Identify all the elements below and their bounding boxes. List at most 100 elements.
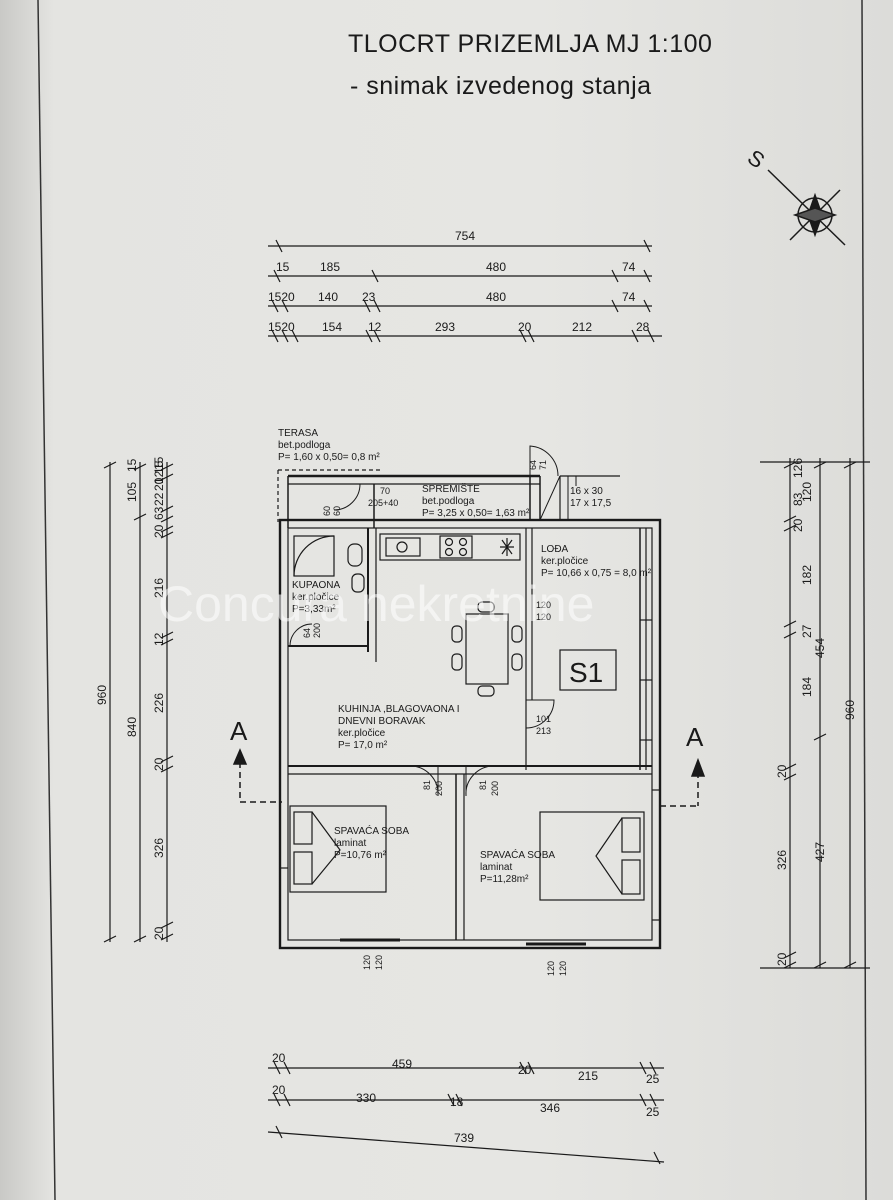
room-name-kuhinja-2: DNEVNI BORAVAK: [338, 716, 426, 727]
page-border: [37, 0, 867, 1200]
dim-label: 20: [152, 926, 166, 940]
dim-label: 63: [152, 506, 166, 520]
dim-label: 12: [152, 470, 166, 484]
room-labels: TERASA bet.podloga P= 1,60 x 0,50= 0,8 m…: [278, 428, 652, 885]
dim-label: 15: [152, 456, 166, 470]
opening-label: 81: [422, 780, 432, 790]
unit-label: S1: [569, 657, 603, 688]
opening-label: 64: [528, 460, 538, 470]
dim-label: 25: [646, 1105, 660, 1119]
dim-label: 960: [95, 685, 109, 705]
dim-label: 185: [320, 260, 340, 274]
room-area-kupaona: P=3,33m²: [292, 604, 336, 615]
left-dimension-labels: 960 15 105 840 15 20 63 22 20 216 12 226…: [95, 456, 166, 940]
dim-label: 74: [622, 260, 636, 274]
dim-label: 293: [435, 320, 455, 334]
top-dimensions: [268, 239, 662, 343]
room-floor-kupaona: ker.pločice: [292, 592, 340, 603]
dim-label: 15: [276, 260, 290, 274]
dim-label: 960: [843, 700, 857, 720]
dim-label: 754: [455, 229, 475, 243]
room-area-kuhinja: P= 17,0 m²: [338, 740, 388, 751]
dim-label: 20: [272, 1051, 286, 1065]
opening-label: 120: [546, 961, 556, 976]
dim-label: 120: [800, 482, 814, 502]
title-line-1: TLOCRT PRIZEMLJA MJ 1:100: [348, 30, 713, 58]
dim-label: 480: [486, 260, 506, 274]
bed-1: [280, 805, 387, 893]
stairs-line-1: 16 x 30: [570, 486, 603, 497]
opening-label: 120: [536, 600, 551, 610]
dim-label: 216: [152, 578, 166, 598]
dim-label: 184: [800, 677, 814, 697]
room-area-loda: P= 10,66 x 0,75 = 8,0 m²: [541, 568, 652, 579]
dim-label: 12: [368, 320, 382, 334]
room-name-terasa: TERASA: [278, 428, 318, 439]
dim-label: 18: [450, 1095, 464, 1109]
opening-label: 81: [478, 780, 488, 790]
room-area-spremiste: P= 3,25 x 0,50= 1,63 m²: [422, 508, 530, 519]
dim-label: 212: [572, 320, 592, 334]
dim-label: 20: [791, 518, 805, 532]
compass-label: S: [743, 145, 769, 174]
dim-label: 28: [636, 320, 650, 334]
opening-label: 60: [332, 506, 342, 516]
section-label-right: A: [686, 722, 704, 752]
opening-label: 120: [536, 612, 551, 622]
room-floor-spremiste: bet.podloga: [422, 496, 475, 507]
room-name-kuhinja: KUHINJA ,BLAGOVAONA I: [338, 704, 460, 715]
left-dimensions: [103, 461, 174, 943]
dim-label: 346: [540, 1101, 560, 1115]
opening-labels: 70 205+40 60 60 64 200 64 71 120 120 101…: [302, 460, 568, 976]
opening-label: 60: [322, 506, 332, 516]
dim-label: 25: [646, 1072, 660, 1086]
dim-label: 20: [152, 524, 166, 538]
dim-label: 1520: [268, 320, 295, 334]
room-name-spavaca-1: SPAVAĆA SOBA: [334, 824, 409, 837]
room-floor-kuhinja: ker.pločice: [338, 728, 386, 739]
unit-label-box: [559, 649, 617, 691]
dim-label: 480: [486, 290, 506, 304]
opening-label: 120: [558, 961, 568, 976]
kitchen-counter: [379, 533, 521, 561]
room-floor-spavaca-2: laminat: [480, 862, 512, 873]
dining-table: [451, 601, 523, 697]
opening-label: 205+40: [368, 498, 398, 508]
walls: [277, 469, 662, 950]
dim-label: 15: [152, 460, 166, 474]
bottom-dimension-labels: 20 459 20 215 25 20 330 18 346 25 739: [272, 1051, 660, 1145]
dim-label: 20: [775, 764, 789, 778]
room-name-loda: LOĐA: [541, 544, 569, 555]
dim-label: 126: [791, 458, 805, 478]
room-floor-loda: ker.pločice: [541, 556, 589, 567]
stairs-line-2: 17 x 17,5: [570, 498, 612, 509]
room-name-spremiste: SPREMIŠTE: [422, 482, 480, 495]
opening-label: 101: [536, 714, 551, 724]
bed-2: [539, 811, 645, 901]
opening-label: 70: [380, 486, 390, 496]
dim-label: 12: [152, 632, 166, 646]
dim-label: 215: [578, 1069, 598, 1083]
room-area-terasa: P= 1,60 x 0,50= 0,8 m²: [278, 452, 380, 463]
opening-label: 200: [434, 781, 444, 796]
bottom-dimensions: [267, 1061, 665, 1165]
section-marker-left: [232, 748, 282, 803]
section-label-left: A: [230, 716, 248, 746]
compass-icon: [767, 169, 846, 246]
dim-label: 20: [775, 952, 789, 966]
opening-label: 200: [312, 623, 322, 638]
dim-label: 326: [152, 838, 166, 858]
dim-label: 20: [518, 1063, 532, 1077]
dim-label: 326: [775, 850, 789, 870]
dim-label: 459: [392, 1057, 412, 1071]
room-area-spavaca-2: P=11,28m²: [480, 874, 529, 885]
dim-label: 20: [152, 477, 166, 491]
dim-label: 454: [813, 638, 827, 658]
dim-label: 27: [800, 624, 814, 638]
opening-label: 213: [536, 726, 551, 736]
opening-label: 71: [538, 460, 548, 470]
dim-label: 226: [152, 693, 166, 713]
dim-label: 105: [125, 482, 139, 502]
opening-label: 120: [374, 955, 384, 970]
